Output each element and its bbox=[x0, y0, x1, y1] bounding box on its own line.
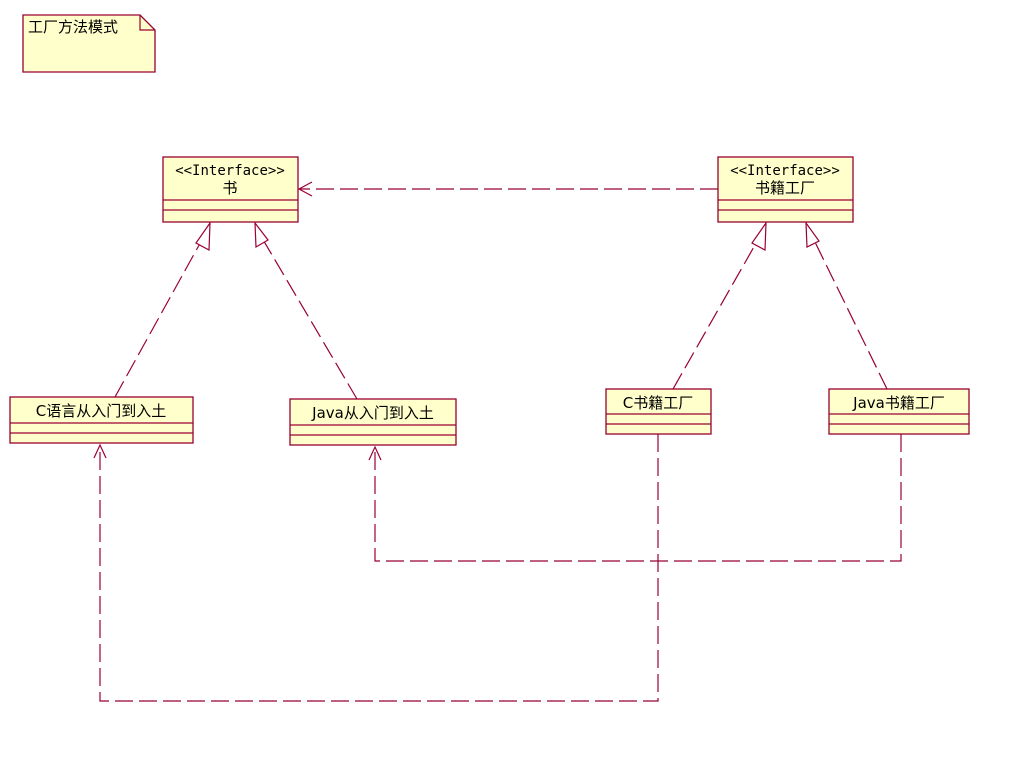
realization-cbook-to-book bbox=[114, 220, 211, 398]
realization-javafactory-to-bookfactory bbox=[805, 221, 888, 390]
class-java-book[interactable]: Java从入门到入土 bbox=[289, 398, 457, 446]
class-name: 书籍工厂 bbox=[755, 179, 815, 197]
class-java-factory[interactable]: Java书籍工厂 bbox=[828, 388, 970, 435]
realization-javabook-to-book bbox=[254, 221, 358, 400]
class-name: C语言从入门到入土 bbox=[36, 402, 166, 420]
dependency-cfactory-to-cbook bbox=[93, 434, 659, 702]
class-c-book[interactable]: C语言从入门到入土 bbox=[9, 396, 194, 444]
class-book-interface[interactable]: <<Interface>> 书 bbox=[162, 156, 299, 223]
note-factory-method-pattern[interactable]: 工厂方法模式 bbox=[22, 14, 156, 73]
class-name: Java书籍工厂 bbox=[852, 394, 945, 412]
class-book-factory-interface[interactable]: <<Interface>> 书籍工厂 bbox=[717, 156, 854, 223]
dependency-javafactory-to-javabook bbox=[368, 434, 902, 562]
dependency-bookfactory-to-book bbox=[297, 181, 718, 197]
stereotype-label: <<Interface>> bbox=[730, 163, 840, 179]
class-c-factory[interactable]: C书籍工厂 bbox=[605, 388, 712, 435]
class-name: C书籍工厂 bbox=[623, 394, 693, 412]
class-name: 书 bbox=[222, 179, 237, 197]
stereotype-label: <<Interface>> bbox=[175, 163, 285, 179]
note-text: 工厂方法模式 bbox=[28, 18, 118, 36]
realization-cfactory-to-bookfactory bbox=[672, 220, 767, 390]
class-name: Java从入门到入土 bbox=[311, 404, 434, 422]
